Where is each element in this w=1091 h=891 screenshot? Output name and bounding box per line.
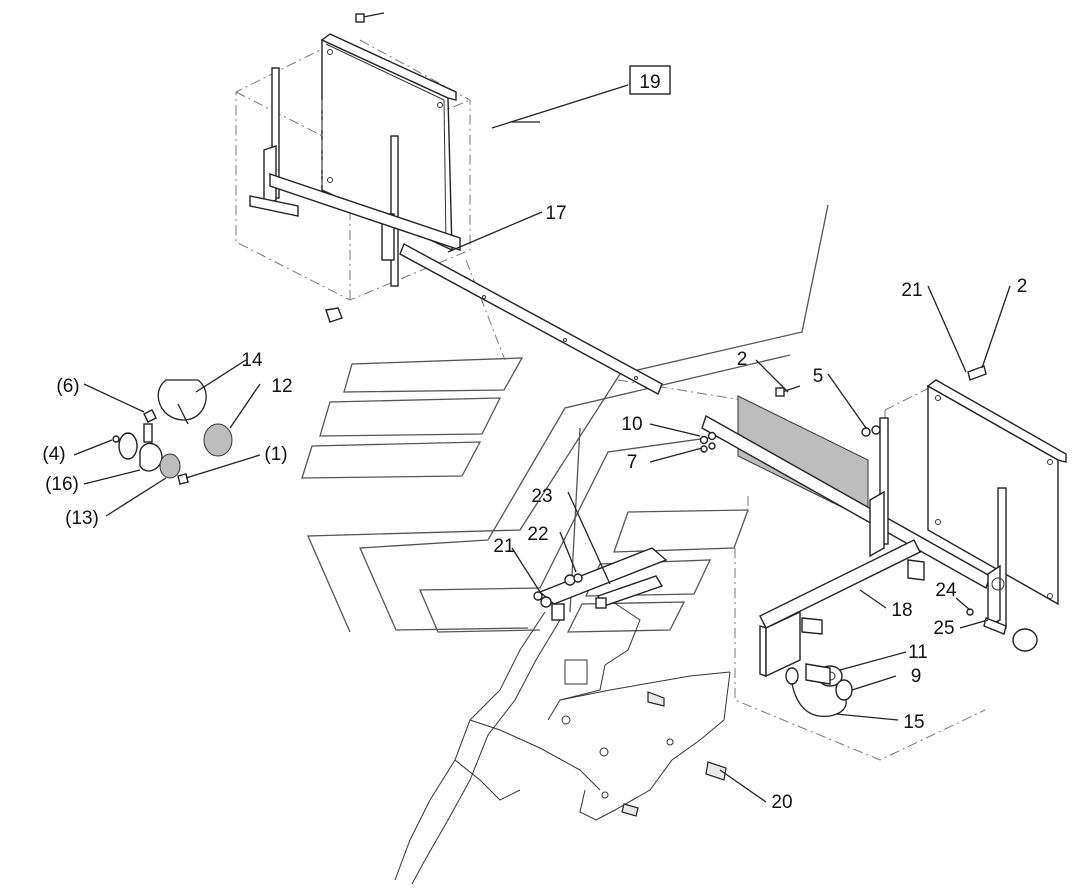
callout-9: 9 <box>911 666 922 687</box>
callout-2-top: 2 <box>1017 276 1028 297</box>
callout-16: (16) <box>45 474 79 495</box>
callout-6: (6) <box>56 376 79 397</box>
callout-23: 23 <box>531 486 552 507</box>
right-panel-assembly <box>701 365 1067 678</box>
callout-21-mid: 21 <box>493 536 514 557</box>
callout-11: 11 <box>908 642 928 663</box>
middle-brackets <box>533 431 717 621</box>
callout-22: 22 <box>527 524 548 545</box>
callout-25: 25 <box>933 618 954 639</box>
callout-13: (13) <box>65 508 99 529</box>
callouts: 19 17 21 2 2 5 10 7 23 22 21 14 12 (6) (… <box>42 65 1028 813</box>
callout-17: 17 <box>545 203 566 224</box>
callout-12: 12 <box>271 376 292 397</box>
callout-19: 19 <box>639 72 660 93</box>
callout-4: (4) <box>42 444 65 465</box>
callout-18: 18 <box>891 600 912 621</box>
callout-7: 7 <box>627 452 638 473</box>
pin-and-chain <box>785 663 853 718</box>
callout-21-top: 21 <box>901 280 922 301</box>
callout-2-mid: 2 <box>737 349 748 370</box>
callout-20: 20 <box>771 792 792 813</box>
callout-1: (1) <box>264 444 287 465</box>
ghost-lower-frame <box>394 599 731 885</box>
callout-14: 14 <box>241 350 263 371</box>
upper-panel-assembly <box>249 12 461 323</box>
callout-10: 10 <box>621 414 642 435</box>
reflector-light-parts <box>112 379 233 485</box>
bolts-20 <box>621 691 727 817</box>
callout-15: 15 <box>903 712 924 733</box>
shaft-17 <box>399 243 663 395</box>
leader-lines <box>73 84 1011 803</box>
callout-19-box <box>629 65 671 95</box>
callout-24: 24 <box>935 580 957 601</box>
callout-5: 5 <box>813 366 824 387</box>
